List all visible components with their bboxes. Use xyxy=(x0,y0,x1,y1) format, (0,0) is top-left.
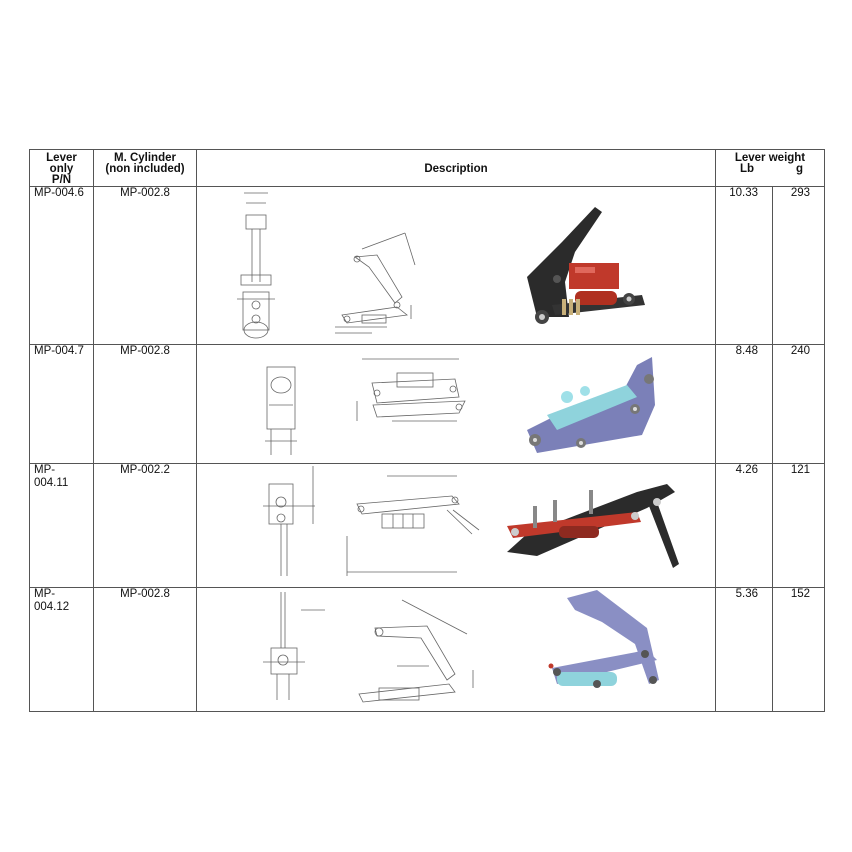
lever-drawing-image xyxy=(263,590,659,703)
table-row: MP-004.12 MP-002.8 xyxy=(29,587,825,712)
cylinder-pn: MP-002.8 xyxy=(93,344,197,464)
header-cylinder-line2: (non included) xyxy=(105,163,185,175)
table-row: MP-004.6 MP-002.8 xyxy=(29,186,825,345)
weight-g: 240 xyxy=(772,344,825,464)
lever-pn: MP-004.12 xyxy=(29,587,94,712)
table-row: MP-004.7 MP-002.8 xyxy=(29,344,825,464)
lever-render-black-red xyxy=(507,484,679,568)
description-cell xyxy=(196,587,716,712)
weight-g: 293 xyxy=(772,186,825,345)
description-cell xyxy=(196,344,716,464)
header-description: Description xyxy=(196,149,716,187)
side-view-drawing xyxy=(335,232,416,334)
side-view-drawing xyxy=(346,475,480,576)
front-view-drawing xyxy=(263,592,325,700)
weight-lb: 10.33 xyxy=(715,186,773,345)
lever-pn: MP-004.7 xyxy=(29,344,94,464)
header-lever-pn-line1: Lever only xyxy=(46,152,77,175)
weight-lb: 5.36 xyxy=(715,587,773,712)
header-cylinder-line1: M. Cylinder xyxy=(114,152,176,164)
lever-render-cyan-purple xyxy=(527,357,655,453)
weight-g: 121 xyxy=(772,463,825,588)
header-weight: Lever weight Lb g xyxy=(715,149,825,187)
description-cell xyxy=(196,463,716,588)
front-view-drawing xyxy=(265,366,297,455)
header-weight-label: Lever weight xyxy=(734,152,806,164)
header-lever-pn: Lever only P/N xyxy=(29,149,94,187)
product-table: Lever only P/N M. Cylinder (non included… xyxy=(29,149,825,712)
side-view-drawing xyxy=(356,358,466,422)
header-lever-pn-line2: P/N xyxy=(51,174,72,186)
lever-pn: MP-004.6 xyxy=(29,186,94,345)
weight-lb: 4.26 xyxy=(715,463,773,588)
header-lb: Lb xyxy=(740,163,755,175)
cylinder-pn: MP-002.8 xyxy=(93,186,197,345)
cylinder-pn: MP-002.2 xyxy=(93,463,197,588)
header-g: g xyxy=(796,163,804,175)
description-cell xyxy=(196,186,716,345)
lever-drawing-image xyxy=(237,192,645,339)
header-row: Lever only P/N M. Cylinder (non included… xyxy=(29,149,825,187)
weight-lb: 8.48 xyxy=(715,344,773,464)
front-view-drawing xyxy=(263,466,315,576)
cylinder-pn: MP-002.8 xyxy=(93,587,197,712)
side-view-drawing xyxy=(358,599,474,703)
front-view-drawing xyxy=(237,192,275,339)
weight-g: 152 xyxy=(772,587,825,712)
lever-pn: MP-004.11 xyxy=(29,463,94,588)
lever-drawing-image xyxy=(263,466,679,576)
header-cylinder: M. Cylinder (non included) xyxy=(93,149,197,187)
table-row: MP-004.11 MP-002.2 xyxy=(29,463,825,588)
lever-drawing-image xyxy=(265,357,655,455)
header-description-label: Description xyxy=(424,163,488,175)
lever-render-purple-cyan xyxy=(548,590,659,688)
lever-render-red-black xyxy=(527,207,645,324)
